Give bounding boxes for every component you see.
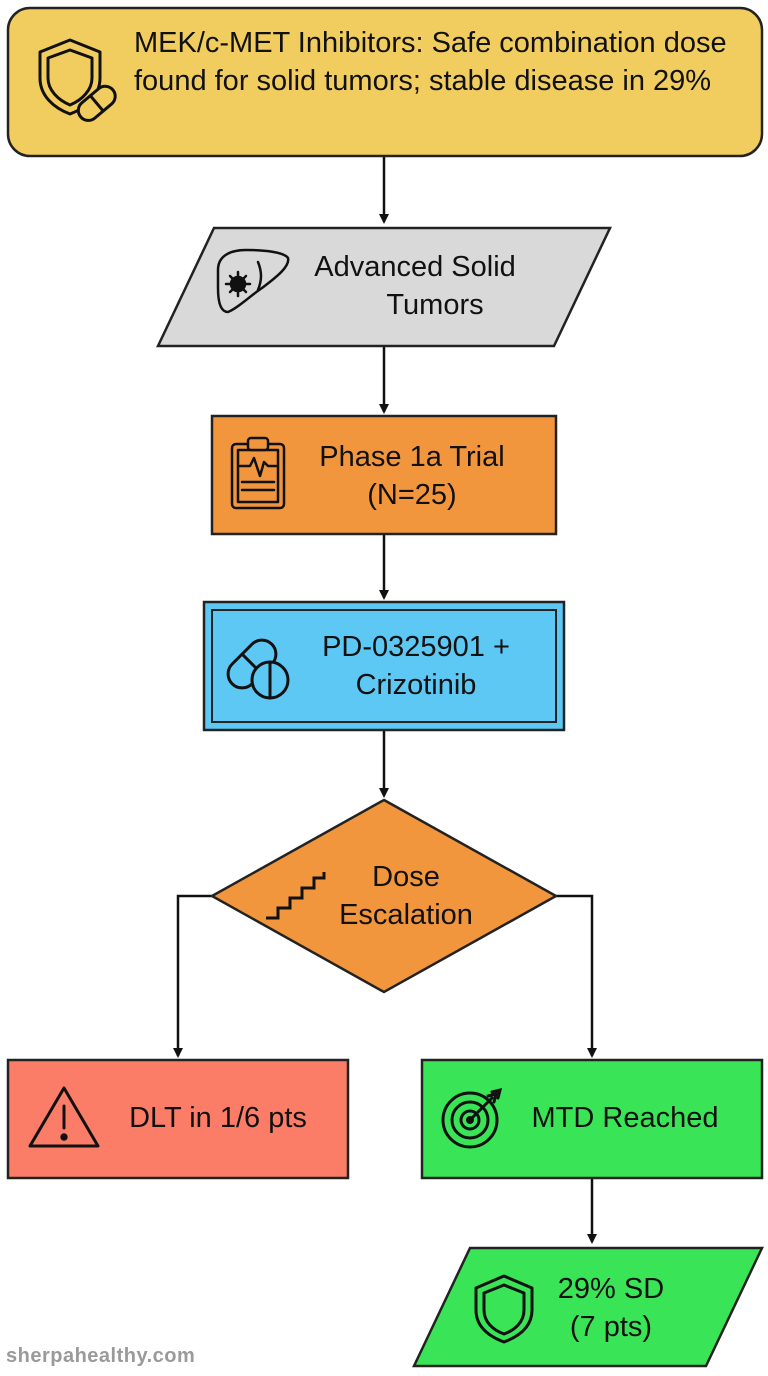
drugs-label-line2: Crizotinib: [355, 669, 477, 701]
drugs-label-line1: PD-0325901 +: [322, 631, 510, 663]
shield-icon: [474, 1274, 534, 1344]
trial-label-line2: (N=25): [367, 479, 457, 511]
population-label-line1: Advanced Solid: [314, 251, 516, 283]
target-icon: [441, 1087, 503, 1149]
diagram-title: MEK/c-MET Inhibitors: Safe combination d…: [134, 27, 727, 97]
shield-pill-icon: [38, 38, 117, 122]
outcome-label-line1: 29% SD: [557, 1273, 665, 1305]
liver-tumor-icon: [216, 248, 290, 314]
connectors: [173, 156, 597, 1244]
outcome-label: 29% SD (7 pts): [536, 1268, 686, 1348]
population-parallelogram: [156, 226, 612, 348]
arrow-escalation-to-mtd: [556, 894, 597, 1058]
escalation-diamond: [209, 798, 559, 994]
pills-icon: [226, 638, 290, 700]
warning-icon: [28, 1086, 100, 1148]
arrow-escalation-to-dlt: [173, 894, 212, 1058]
stairs-icon: [266, 872, 326, 920]
escalation-label-line1: Dose: [372, 861, 440, 893]
outcome-label-line2: (7 pts): [569, 1311, 653, 1343]
escalation-label-line2: Escalation: [339, 899, 473, 931]
trial-label-line1: Phase 1a Trial: [319, 441, 505, 473]
title-box: [6, 6, 764, 158]
watermark: sherpahealthy.com: [6, 1345, 196, 1367]
trial-box: [210, 414, 558, 536]
drugs-label: PD-0325901 + Crizotinib: [296, 626, 536, 706]
dlt-label: DLT in 1/6 pts: [129, 1102, 307, 1134]
mtd-label: MTD Reached: [531, 1102, 719, 1134]
trial-label: Phase 1a Trial (N=25): [292, 436, 532, 516]
population-label-line2: Tumors: [386, 289, 484, 321]
clipboard-ecg-icon: [230, 436, 286, 510]
